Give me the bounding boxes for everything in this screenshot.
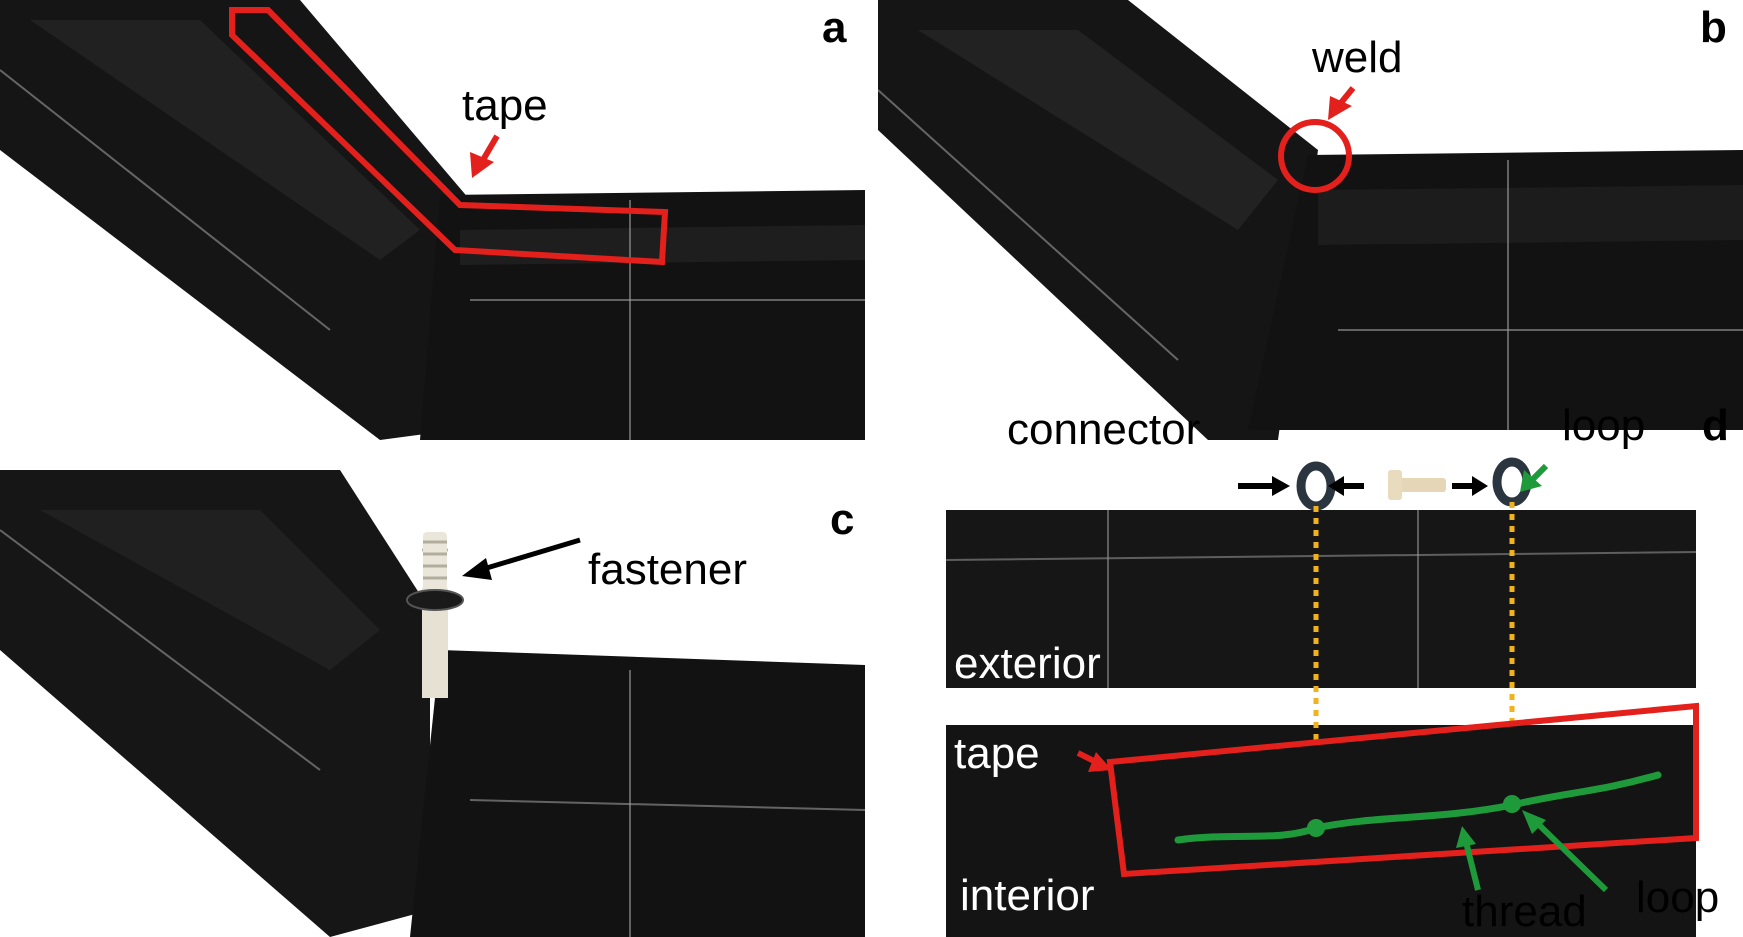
loop-dot-left: [1307, 819, 1325, 837]
loop-label-top: loop: [1562, 401, 1646, 450]
panel-b-photo: [878, 0, 1743, 440]
weld-label: weld: [1312, 33, 1403, 82]
tape-label-d: tape: [954, 729, 1040, 778]
tape-highlight: [1106, 702, 1699, 878]
loop-label-bottom: loop: [1636, 873, 1720, 922]
tape-label-a: tape: [462, 81, 548, 130]
panel-c-photo: [0, 470, 865, 937]
panel-letter-b: b: [1700, 3, 1727, 52]
exterior-tube: [946, 510, 1696, 688]
fastener-icon: [406, 532, 464, 698]
thread-label: thread: [1462, 887, 1587, 936]
thread-line: [1174, 771, 1662, 844]
panel-letter-d: d: [1702, 401, 1729, 450]
interior-label: interior: [960, 871, 1095, 920]
panel-letter-c: c: [830, 495, 855, 544]
panel-a-photo: [0, 0, 865, 440]
tape-highlight: [229, 7, 669, 266]
loop-dot-right: [1503, 795, 1521, 813]
connector-label: connector: [1007, 405, 1201, 454]
fastener-label: fastener: [588, 545, 747, 594]
exterior-label: exterior: [954, 639, 1101, 688]
screw-icon: [1388, 470, 1446, 500]
panel-d-diagram: [878, 440, 1743, 937]
panel-letter-a: a: [822, 3, 847, 52]
weld-circle: [1278, 119, 1352, 193]
